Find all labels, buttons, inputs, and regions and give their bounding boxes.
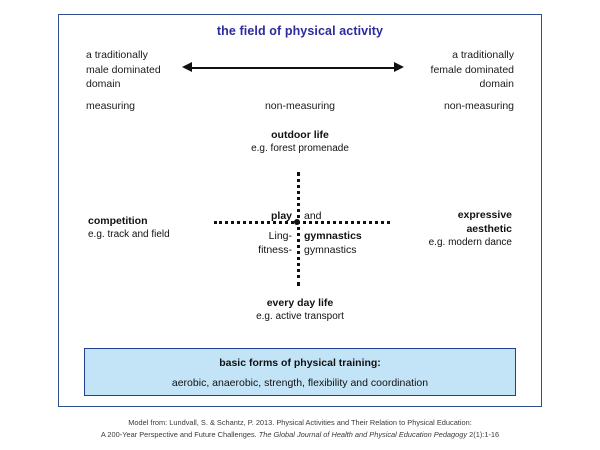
right-pole-heading: a traditionally female dominated domain bbox=[430, 49, 514, 90]
node-outdoor-life-example: e.g. forest promenade bbox=[251, 143, 349, 154]
basic-forms-box: basic forms of physical training: aerobi… bbox=[84, 348, 516, 396]
center-label-fitness: fitness- bbox=[258, 244, 292, 256]
dotted-horizontal-axis bbox=[214, 221, 390, 224]
diagram-frame bbox=[58, 14, 542, 407]
page-title: the field of physical activity bbox=[216, 24, 384, 38]
node-expressive-aesthetic-example: e.g. modern dance bbox=[428, 237, 512, 248]
basic-forms-body: aerobic, anaerobic, strength, flexibilit… bbox=[171, 377, 429, 389]
center-sublabel: non-measuring bbox=[264, 100, 336, 112]
center-label-gymnastics-plain: gymnastics bbox=[304, 244, 357, 256]
node-expressive-aesthetic: expressive aesthetic e.g. modern dance bbox=[376, 208, 512, 250]
node-expressive-aesthetic-heading: expressive aesthetic bbox=[457, 209, 512, 235]
node-competition-example: e.g. track and field bbox=[88, 229, 170, 240]
dotted-vertical-axis bbox=[296, 172, 300, 286]
center-label-play: play bbox=[270, 210, 292, 222]
arrow-left-head-icon bbox=[182, 62, 192, 72]
center-label-ling: Ling- bbox=[268, 230, 292, 242]
citation-journal-name: The Global Journal of Health and Physica… bbox=[258, 429, 468, 439]
center-label-gymnastics-bold: gymnastics bbox=[304, 230, 362, 242]
citation-line-1: Model from: Lundvall, S. & Schantz, P. 2… bbox=[128, 418, 472, 427]
node-outdoor-life: outdoor life e.g. forest promenade bbox=[224, 128, 376, 156]
citation-line-2-post: 2(1):1-16 bbox=[467, 429, 500, 439]
citation-line-2: A 200-Year Perspective and Future Challe… bbox=[40, 429, 560, 441]
arrow-right-head-icon bbox=[394, 62, 404, 72]
node-every-day-life: every day life e.g. active transport bbox=[224, 296, 376, 324]
left-pole-sublabel: measuring bbox=[86, 100, 136, 112]
citation-line-2-pre: A 200-Year Perspective and Future Challe… bbox=[100, 429, 259, 439]
axis-origin-dot bbox=[294, 219, 300, 225]
right-pole-sublabel: non-measuring bbox=[443, 100, 514, 112]
node-every-day-life-example: e.g. active transport bbox=[256, 311, 344, 322]
center-label-and: and bbox=[304, 210, 322, 222]
node-every-day-life-heading: every day life bbox=[266, 297, 334, 309]
basic-forms-heading: basic forms of physical training: bbox=[219, 357, 381, 369]
left-pole-heading: a traditionally male dominated domain bbox=[86, 49, 161, 90]
node-outdoor-life-heading: outdoor life bbox=[271, 129, 329, 141]
node-competition-heading: competition bbox=[88, 215, 148, 227]
horizontal-axis-arrow-line bbox=[190, 67, 396, 69]
citation: Model from: Lundvall, S. & Schantz, P. 2… bbox=[40, 417, 560, 440]
node-competition: competition e.g. track and field bbox=[88, 214, 224, 242]
